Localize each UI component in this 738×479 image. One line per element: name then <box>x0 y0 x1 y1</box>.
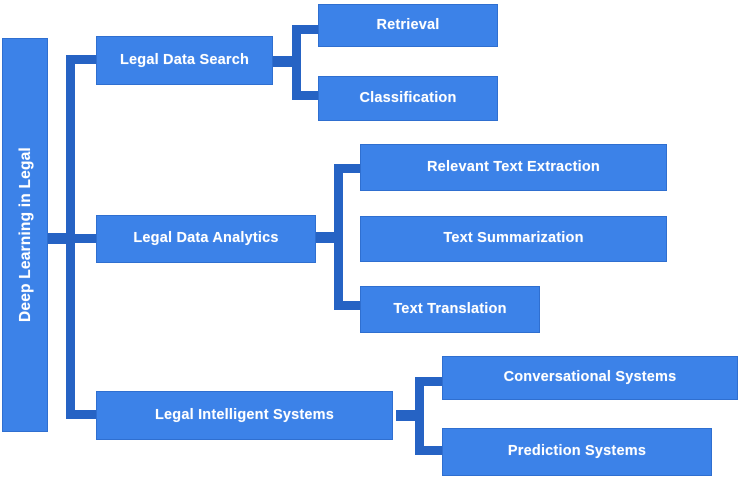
branch-2-bracket-spine <box>334 164 343 310</box>
branch-node-legal-intelligent-systems[interactable]: Legal Intelligent Systems <box>96 391 393 440</box>
branch-1-bracket-spine <box>292 25 301 100</box>
leaf-node-label: Conversational Systems <box>503 369 677 386</box>
branch-node-legal-data-analytics[interactable]: Legal Data Analytics <box>96 215 316 263</box>
leaf-node-label: Relevant Text Extraction <box>427 158 600 175</box>
branch-2-bracket-arm-bottom <box>334 301 362 310</box>
main-bracket-arm-bottom <box>66 410 98 419</box>
branch-node-label: Legal Data Analytics <box>133 230 279 247</box>
leaf-node-classification[interactable]: Classification <box>318 76 498 121</box>
leaf-node-label: Retrieval <box>376 16 440 33</box>
leaf-node-label: Text Translation <box>393 300 507 317</box>
branch-node-label: Legal Data Search <box>119 51 250 68</box>
leaf-node-prediction-systems[interactable]: Prediction Systems <box>442 428 712 476</box>
branch-1-bracket-arm-top <box>292 25 320 34</box>
branch-3-bracket-arm-top <box>415 377 443 386</box>
leaf-node-label: Prediction Systems <box>507 443 647 460</box>
branch-1-bracket-arm-bottom <box>292 91 320 100</box>
branch-1-bracket-parent-stub <box>273 56 293 67</box>
leaf-node-label: Text Summarization <box>443 230 584 247</box>
leaf-node-text-summarization[interactable]: Text Summarization <box>360 216 667 262</box>
leaf-node-retrieval[interactable]: Retrieval <box>318 4 498 47</box>
leaf-node-text-translation[interactable]: Text Translation <box>360 286 540 333</box>
root-node-deep-learning-in-legal[interactable]: Deep Learning in Legal <box>2 38 48 432</box>
main-bracket-spine <box>66 55 75 419</box>
main-bracket-arm-middle <box>66 234 98 243</box>
main-bracket-arm-top <box>66 55 98 64</box>
root-node-label: Deep Learning in Legal <box>16 147 34 323</box>
branch-3-bracket-arm-bottom <box>415 446 443 455</box>
leaf-node-label: Classification <box>359 89 457 106</box>
main-bracket-root-stub <box>48 233 68 244</box>
branch-3-bracket-spine <box>415 377 424 455</box>
branch-node-label: Legal Intelligent Systems <box>154 406 335 423</box>
branch-2-bracket-arm-top <box>334 164 362 173</box>
leaf-node-relevant-text-extraction[interactable]: Relevant Text Extraction <box>360 144 667 191</box>
branch-2-bracket-parent-stub <box>316 232 336 243</box>
branch-node-legal-data-search[interactable]: Legal Data Search <box>96 36 273 85</box>
branch-3-bracket-parent-stub <box>396 410 416 421</box>
leaf-node-conversational-systems[interactable]: Conversational Systems <box>442 356 738 400</box>
